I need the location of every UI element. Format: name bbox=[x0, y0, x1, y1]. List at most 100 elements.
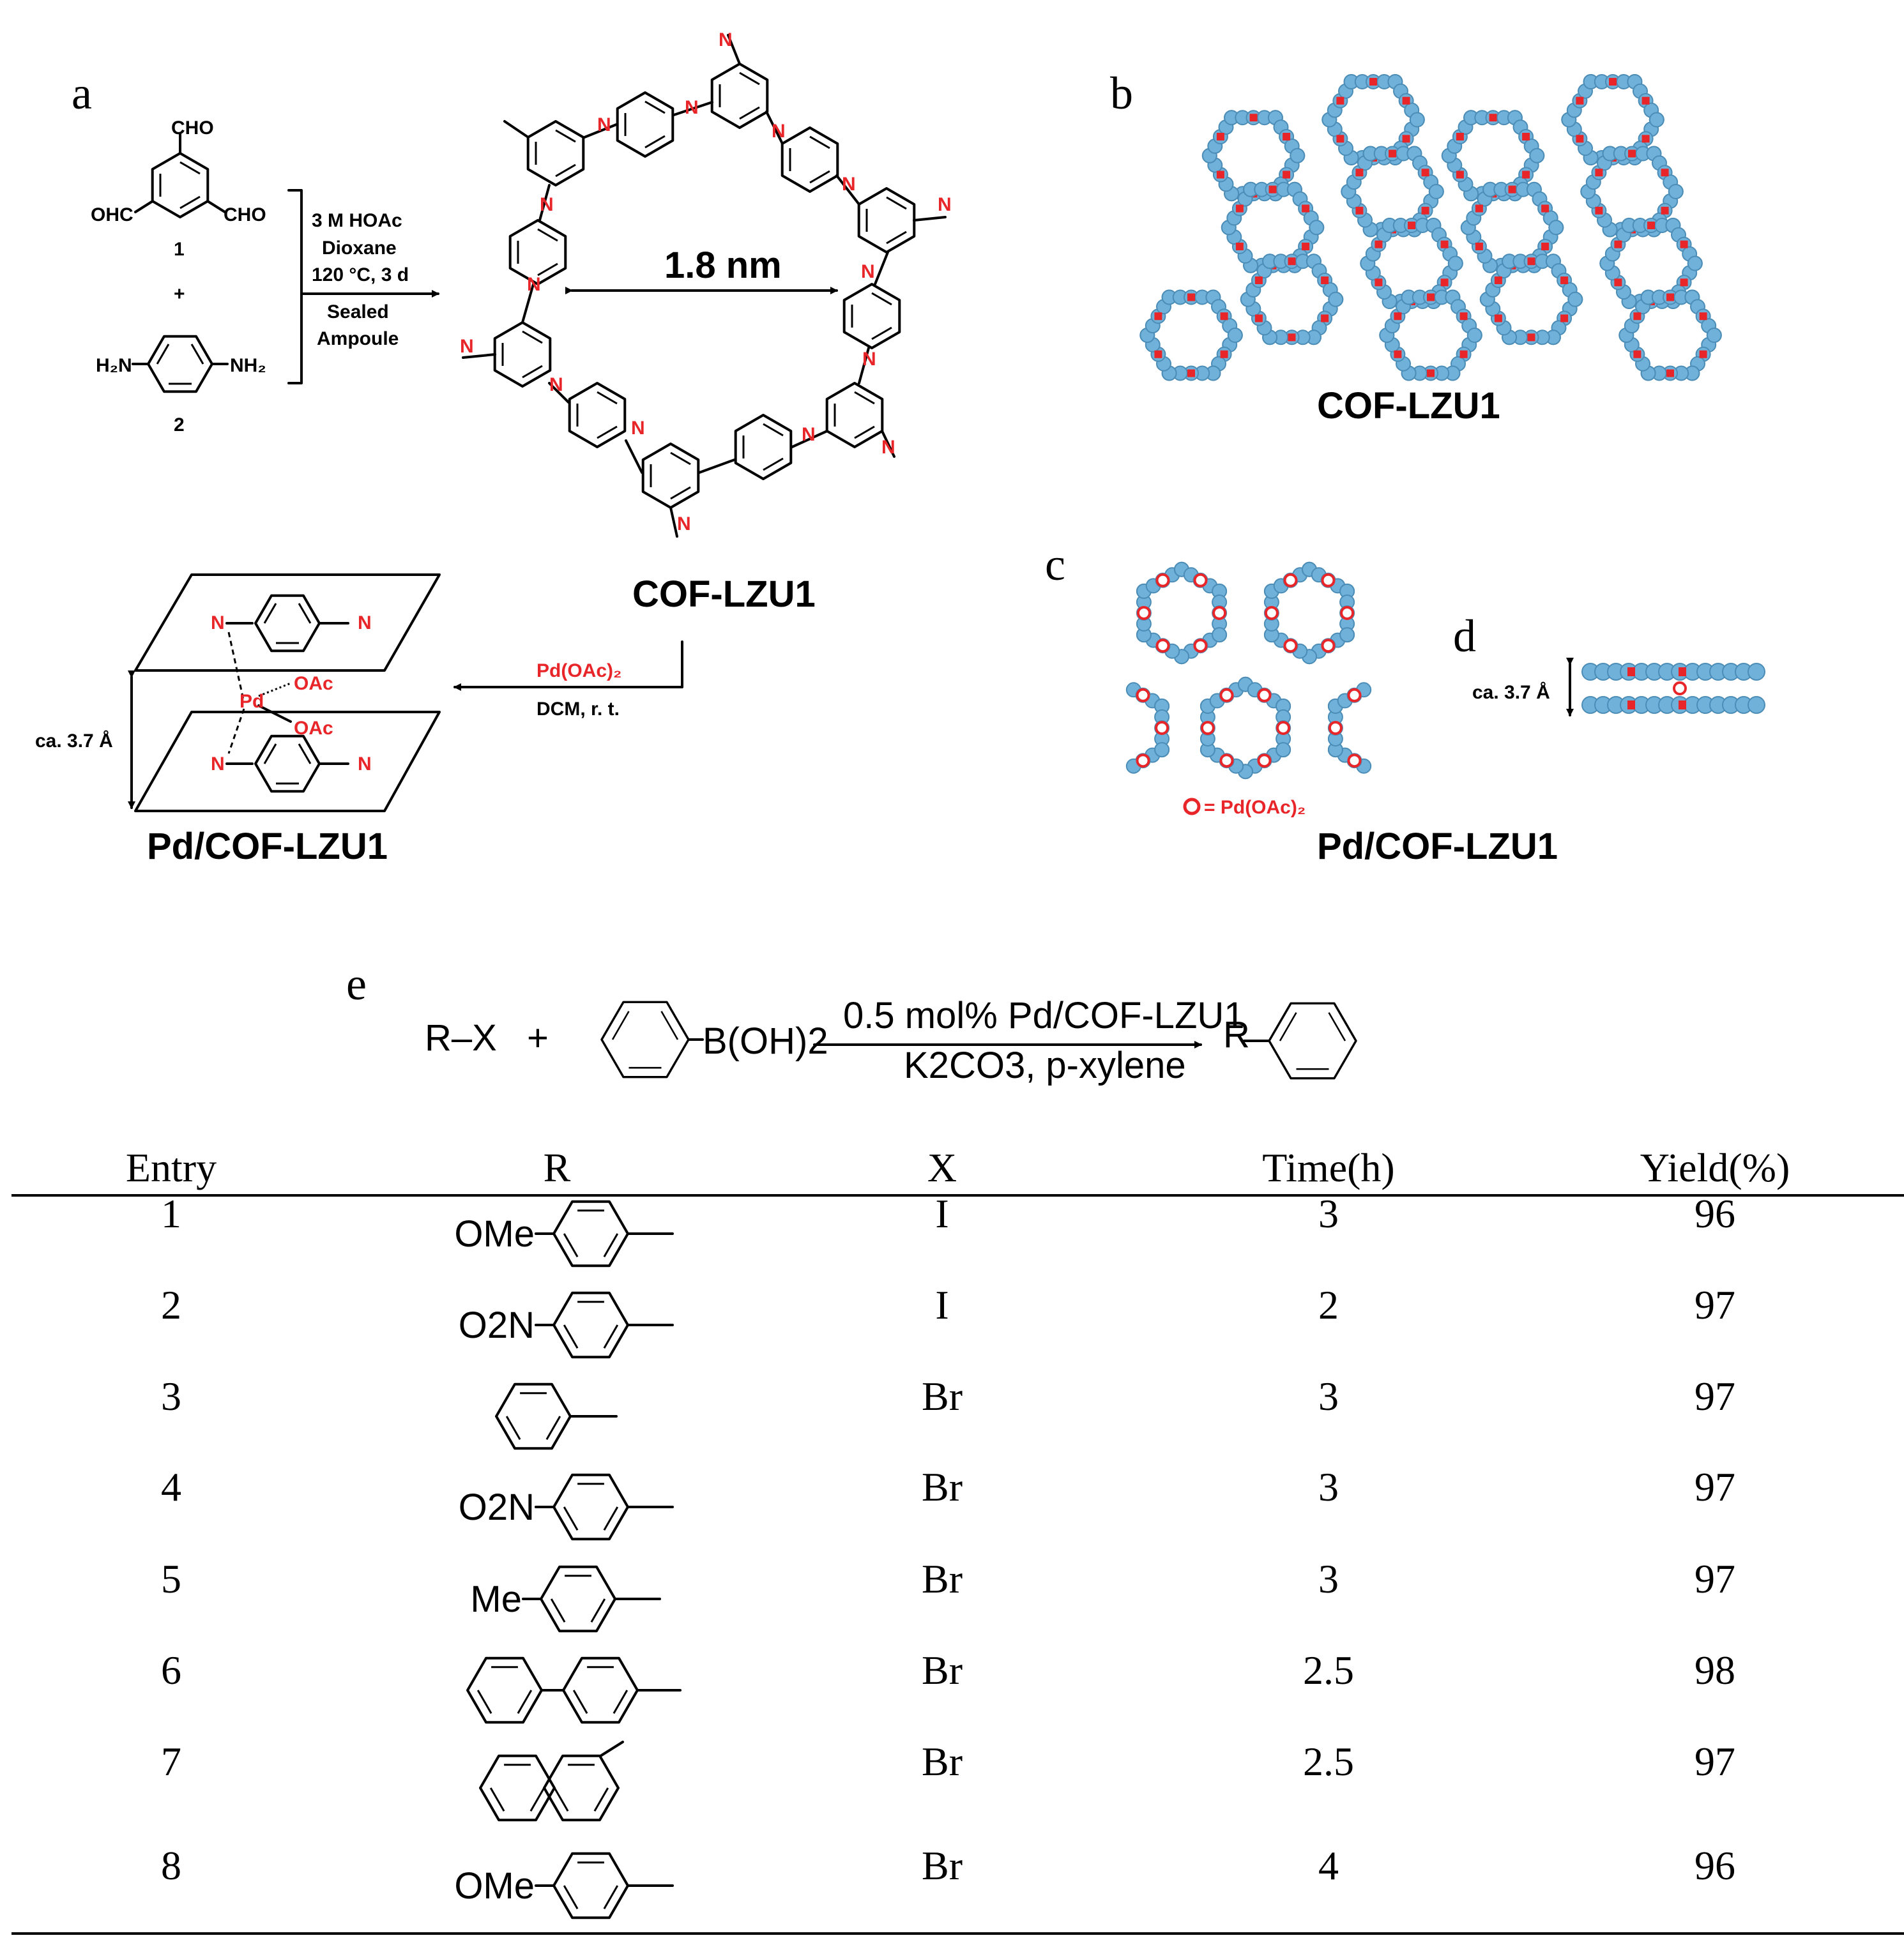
imine-link bbox=[1421, 169, 1429, 177]
cell-yield: 98 bbox=[1695, 1647, 1735, 1693]
benzene-ring bbox=[466, 1656, 543, 1724]
panel-label-b: b bbox=[1110, 68, 1133, 119]
pd-site bbox=[1347, 688, 1362, 702]
imine-link bbox=[1187, 369, 1195, 377]
boronic-acid-group: B(OH)2 bbox=[703, 1020, 828, 1062]
double-bond bbox=[603, 1885, 619, 1909]
imine-link bbox=[1154, 350, 1162, 358]
cell-time: 2 bbox=[1318, 1282, 1339, 1328]
imine-link bbox=[1522, 170, 1530, 179]
cell-entry: 2 bbox=[161, 1282, 181, 1328]
pd-loading-arrow bbox=[453, 640, 683, 691]
double-bond bbox=[563, 1885, 579, 1909]
pd-site bbox=[1200, 721, 1215, 735]
atom-sphere bbox=[1649, 112, 1664, 128]
pd-cof-model-label: Pd/COF-LZU1 bbox=[1317, 826, 1558, 867]
cell-yield: 96 bbox=[1695, 1843, 1735, 1888]
layer-n-top-left: N bbox=[211, 612, 225, 633]
imine-link bbox=[1699, 312, 1707, 321]
imine-n: N bbox=[719, 29, 733, 50]
cell-time: 4 bbox=[1318, 1843, 1339, 1888]
pore-ring bbox=[1139, 289, 1243, 381]
interlayer-side-view-model bbox=[1581, 663, 1765, 714]
panel-label-d: d bbox=[1453, 610, 1476, 662]
pd-site bbox=[1347, 753, 1362, 768]
base-solvent-label: K2CO3, p-xylene bbox=[904, 1045, 1186, 1086]
imine-link bbox=[1321, 276, 1329, 284]
cell-r-structure: OMe bbox=[454, 1200, 674, 1268]
condition-5: Ampoule bbox=[317, 328, 399, 349]
double-bond bbox=[590, 1598, 606, 1623]
substituent-label: Me bbox=[470, 1578, 522, 1620]
layer-n-bottom-left: N bbox=[211, 753, 225, 775]
double-bond bbox=[563, 1506, 579, 1531]
pd-cof-layer-bottom bbox=[134, 711, 441, 812]
imine-link bbox=[1627, 667, 1635, 676]
cell-x: I bbox=[935, 1191, 948, 1236]
imine-link bbox=[1576, 96, 1584, 105]
imine-link bbox=[1522, 133, 1530, 140]
imine-n: N bbox=[460, 336, 474, 357]
imine-link bbox=[1475, 243, 1483, 250]
imine-link bbox=[1302, 204, 1310, 213]
pd-site bbox=[1340, 606, 1355, 620]
atom-sphere bbox=[1227, 328, 1243, 343]
panel-label-a: a bbox=[72, 68, 92, 119]
imine-link bbox=[1633, 312, 1641, 321]
imine-link bbox=[1661, 169, 1669, 177]
imine-n: N bbox=[772, 121, 786, 142]
cell-x: Br bbox=[922, 1843, 963, 1888]
cell-entry: 3 bbox=[161, 1374, 181, 1419]
layer-n-bottom-right: N bbox=[358, 753, 372, 775]
pd-site bbox=[1283, 639, 1298, 653]
pd-oac-bond-2 bbox=[257, 704, 292, 723]
reactant-1-cho-right: CHO bbox=[224, 204, 266, 225]
reactant-2-nh2: NH₂ bbox=[230, 355, 266, 376]
imine-n: N bbox=[527, 274, 541, 295]
benzene-ring bbox=[479, 1754, 556, 1822]
imine-n: N bbox=[597, 114, 611, 135]
atom-sphere bbox=[1212, 627, 1228, 643]
pd-oac-bond-1 bbox=[258, 682, 291, 697]
imine-link bbox=[1235, 243, 1244, 250]
pd-site bbox=[1321, 639, 1336, 653]
pd-cof-top-view-model bbox=[1125, 559, 1373, 783]
imine-link bbox=[1336, 135, 1344, 143]
atom-sphere bbox=[1290, 148, 1306, 163]
cell-r-structure bbox=[479, 1741, 624, 1822]
pd-legend-marker bbox=[1183, 798, 1201, 815]
pd-site bbox=[1212, 606, 1227, 620]
imine-link bbox=[1154, 312, 1162, 321]
cell-x: Br bbox=[922, 1464, 963, 1510]
reactant-1-cho-top: CHO bbox=[171, 117, 214, 139]
imine-link bbox=[1489, 114, 1497, 122]
imine-link bbox=[1355, 169, 1364, 177]
imine-link bbox=[1283, 170, 1291, 179]
cell-entry: 8 bbox=[161, 1843, 181, 1888]
pd-coord-bottom bbox=[227, 708, 245, 754]
interlayer-distance-label: ca. 3.7 Å bbox=[35, 731, 113, 752]
product-r: R bbox=[1223, 1014, 1250, 1056]
imine-link bbox=[1595, 206, 1603, 215]
imine-link bbox=[1494, 314, 1502, 322]
double-bond bbox=[603, 1233, 619, 1257]
imine-link bbox=[1541, 204, 1550, 213]
imine-link bbox=[1369, 78, 1377, 86]
imine-n: N bbox=[862, 349, 876, 370]
double-bond bbox=[613, 1690, 628, 1714]
reaction-plus: + bbox=[527, 1017, 549, 1059]
imine-link bbox=[1254, 314, 1263, 322]
reactant-plus: + bbox=[174, 284, 185, 305]
atom-sphere bbox=[1328, 291, 1344, 307]
pd-site bbox=[1155, 721, 1169, 735]
imine-link bbox=[1283, 133, 1291, 140]
benzene-ring bbox=[495, 1382, 572, 1450]
atom-sphere bbox=[1668, 184, 1684, 199]
cell-time: 3 bbox=[1318, 1464, 1339, 1510]
imine-link bbox=[1336, 96, 1344, 105]
condition-3: 120 °C, 3 d bbox=[312, 264, 409, 285]
imine-link bbox=[1216, 133, 1224, 140]
double-bond bbox=[517, 1690, 533, 1714]
